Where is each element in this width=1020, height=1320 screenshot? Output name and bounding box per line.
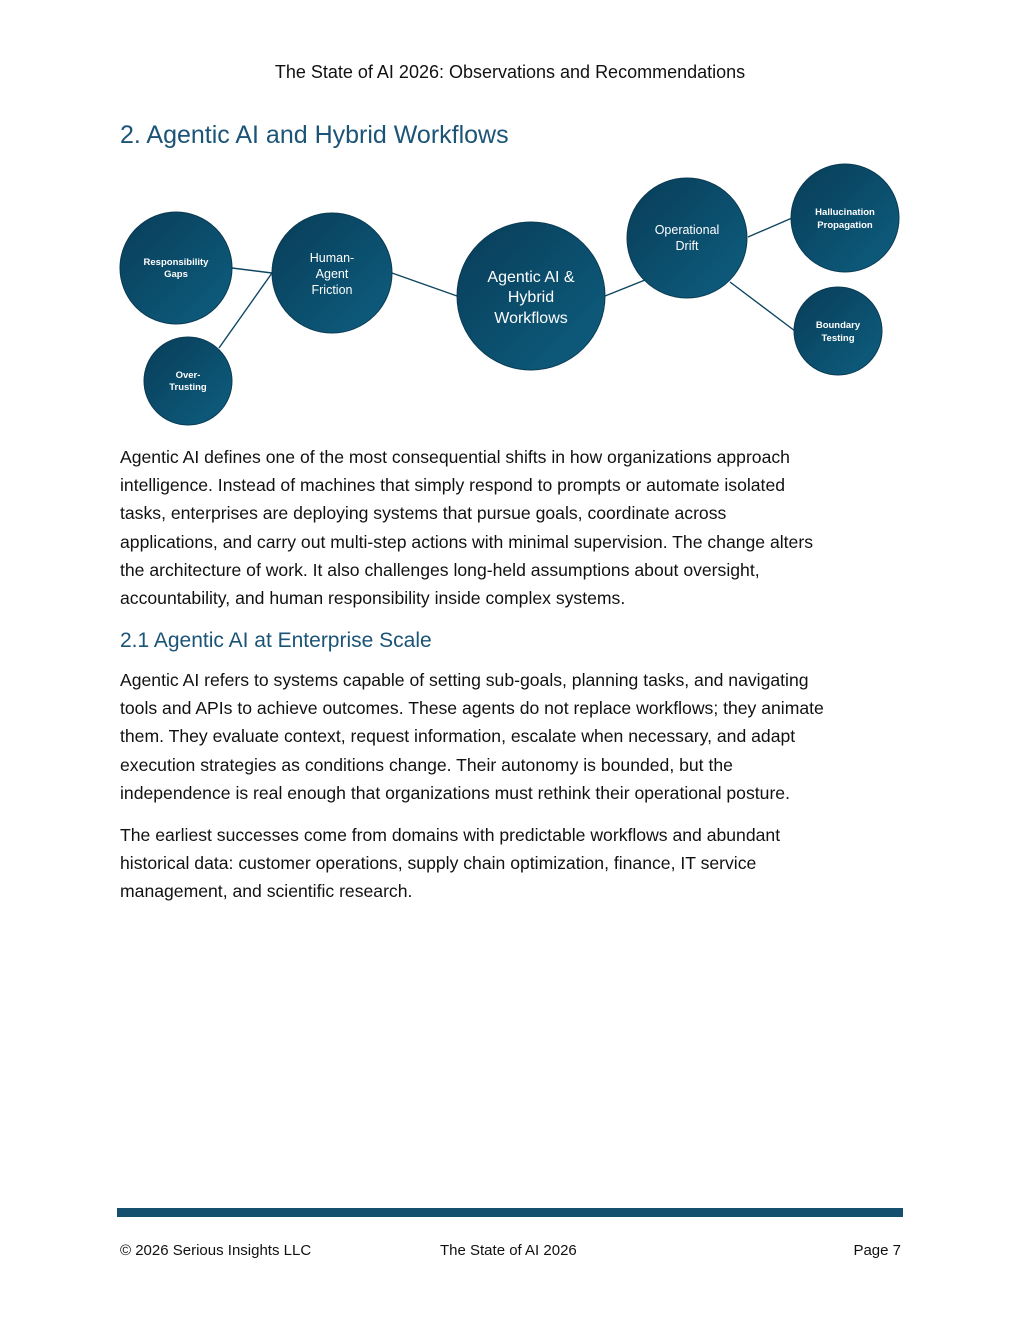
text-line: independence is real enough that organiz… bbox=[120, 782, 790, 803]
page-number: Page 7 bbox=[853, 1242, 901, 1259]
intro-paragraph: Agentic AI defines one of the most conse… bbox=[120, 443, 813, 612]
text-line: tools and APIs to achieve outcomes. Thes… bbox=[120, 698, 824, 719]
text-line: historical data: customer operations, su… bbox=[120, 853, 757, 874]
node-label: Operational bbox=[655, 223, 720, 237]
node-label: Hybrid bbox=[508, 289, 554, 306]
text-line: accountability, and human responsibility… bbox=[120, 588, 626, 609]
node-label: Drift bbox=[676, 239, 699, 253]
subsection-heading: 2.1 Agentic AI at Enterprise Scale bbox=[120, 629, 432, 652]
text-line: the architecture of work. It also challe… bbox=[120, 559, 760, 580]
connector bbox=[604, 279, 646, 297]
connector bbox=[218, 272, 273, 349]
node-label: Over- bbox=[176, 370, 201, 381]
node-responsibility-gaps bbox=[119, 211, 233, 325]
text-line: management, and scientific research. bbox=[120, 881, 413, 902]
node-label: Gaps bbox=[164, 269, 188, 280]
text-line: Agentic AI defines one of the most conse… bbox=[120, 447, 790, 467]
footer-title: The State of AI 2026 bbox=[440, 1242, 577, 1259]
text-line: execution strategies as conditions chang… bbox=[120, 754, 733, 775]
concept-diagram: Agentic AI & Hybrid Workflows Human- Age… bbox=[119, 163, 900, 426]
node-operational-drift bbox=[626, 177, 748, 299]
node-label: Agent bbox=[316, 267, 349, 281]
text-line: them. They evaluate context, request inf… bbox=[120, 726, 796, 747]
node-over-trusting bbox=[143, 336, 233, 426]
node-label: Agentic AI & bbox=[487, 269, 574, 286]
node-label: Workflows bbox=[494, 310, 568, 327]
running-header: The State of AI 2026: Observations and R… bbox=[274, 62, 746, 82]
section-heading: 2. Agentic AI and Hybrid Workflows bbox=[120, 121, 509, 149]
node-label: Friction bbox=[312, 283, 353, 297]
footer-divider bbox=[117, 1208, 903, 1217]
node-label: Trusting bbox=[169, 382, 207, 393]
node-label: Human- bbox=[310, 251, 354, 265]
connector bbox=[729, 281, 796, 332]
connector bbox=[391, 272, 458, 297]
connector bbox=[747, 217, 793, 238]
body-paragraph: The earliest successes come from domains… bbox=[120, 821, 780, 906]
text-line: tasks, enterprises are deploying systems… bbox=[120, 503, 727, 524]
text-line: The earliest successes come from domains… bbox=[120, 825, 781, 845]
connector bbox=[231, 267, 273, 274]
node-hallucination-propagation bbox=[790, 163, 900, 273]
text-line: intelligence. Instead of machines that s… bbox=[120, 475, 786, 496]
node-label: Boundary bbox=[816, 320, 861, 331]
node-label: Testing bbox=[821, 333, 854, 344]
text-line: Agentic AI refers to systems capable of … bbox=[120, 670, 809, 690]
footer-copyright: © 2026 Serious Insights LLC bbox=[120, 1242, 312, 1259]
node-label: Propagation bbox=[817, 220, 873, 231]
text-line: applications, and carry out multi-step a… bbox=[120, 531, 814, 552]
node-human-agent-friction bbox=[271, 212, 393, 334]
body-paragraph: Agentic AI refers to systems capable of … bbox=[120, 666, 824, 807]
node-label: Hallucination bbox=[815, 207, 875, 218]
node-boundary-testing bbox=[793, 286, 883, 376]
node-center bbox=[456, 221, 606, 371]
node-label: Responsibility bbox=[144, 257, 210, 268]
